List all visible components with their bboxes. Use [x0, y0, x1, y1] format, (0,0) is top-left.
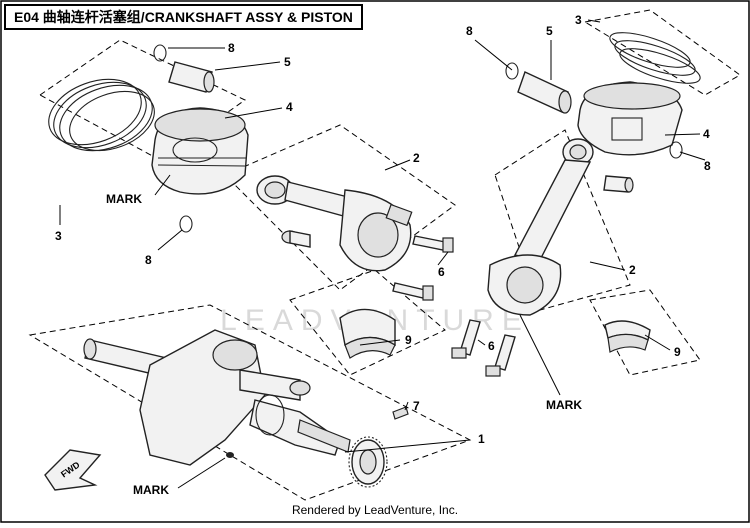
callout-2-left: 2 [413, 151, 420, 165]
conrod-box-left [224, 124, 456, 291]
callout-8-bottom-left: 8 [145, 253, 152, 267]
callout-8-top-right: 8 [466, 24, 473, 38]
bearing-box-left [289, 269, 446, 376]
callout-7: 7 [413, 399, 420, 413]
circlip-top-left [153, 44, 167, 62]
callout-3-right: 3 [575, 13, 582, 27]
conrod-bolts-right [451, 319, 516, 377]
callout-4-right: 4 [703, 127, 710, 141]
bearing-box-right [589, 289, 701, 376]
callout-1: 1 [478, 432, 485, 446]
callout-3-left: 3 [55, 229, 62, 243]
timing-sprocket [348, 436, 388, 488]
callout-2-right: 2 [629, 263, 636, 277]
crankshaft [83, 329, 351, 466]
callout-9-right: 9 [674, 345, 681, 359]
mark-label-conrod: MARK [546, 398, 582, 412]
bearing-shells-right [604, 320, 651, 353]
ring-set-box-right [583, 9, 741, 96]
conrod-bolts-left [392, 235, 454, 301]
callout-9-left: 9 [405, 333, 412, 347]
callout-6-right: 6 [488, 339, 495, 353]
crank-plug [289, 380, 311, 396]
piston-rings-left [48, 78, 155, 152]
piston-left [151, 107, 249, 195]
callout-5-right: 5 [546, 24, 553, 38]
small-end-bushing-right [603, 175, 634, 193]
fwd-arrow-icon: FWD [44, 449, 102, 491]
connecting-rod-left [256, 175, 413, 272]
circlip-bottom-right [669, 141, 683, 159]
mark-label-piston: MARK [106, 192, 142, 206]
small-end-bushing-left [281, 230, 311, 248]
callout-8-top-left: 8 [228, 41, 235, 55]
page-title: E04 曲轴连杆活塞组/CRANKSHAFT ASSY & PISTON [4, 4, 363, 30]
footer-credit: Rendered by LeadVenture, Inc. [291, 503, 459, 517]
bearing-shells-left [339, 308, 396, 359]
piston-rings-right [609, 32, 701, 84]
piston-pin-left [168, 61, 215, 93]
leader-lines [59, 19, 706, 489]
callout-6-left: 6 [438, 265, 445, 279]
piston-right [577, 81, 683, 156]
connecting-rod-right [487, 138, 594, 316]
mark-label-crankshaft: MARK [133, 483, 169, 497]
circlip-bottom-left [179, 215, 193, 233]
woodruff-key [392, 406, 409, 420]
circlip-top-right [505, 62, 519, 80]
callout-4-left: 4 [286, 100, 293, 114]
piston-pin-right [517, 71, 572, 114]
callout-8-bottom-right: 8 [704, 159, 711, 173]
callout-5-left: 5 [284, 55, 291, 69]
